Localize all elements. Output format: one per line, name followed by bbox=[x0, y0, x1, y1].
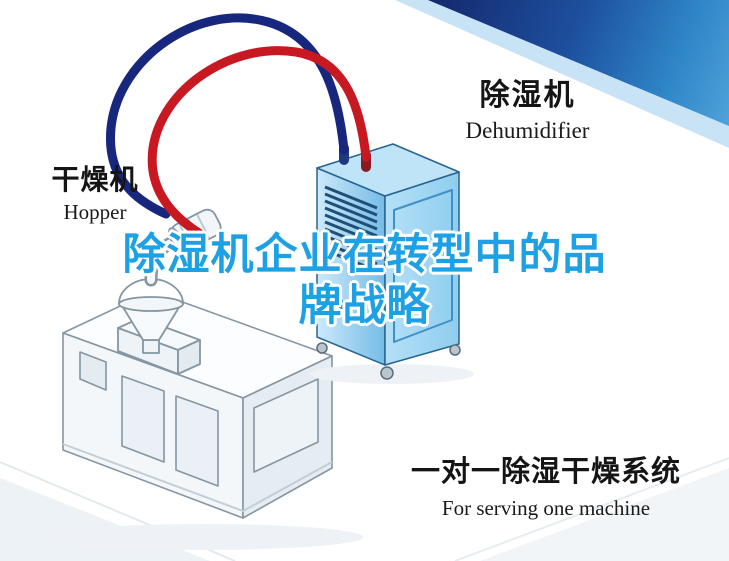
machine-side-panel bbox=[253, 378, 319, 473]
hopper-rim bbox=[118, 296, 184, 312]
extruder-machine-illustration bbox=[47, 290, 363, 550]
hopper-label-cn: 干燥机 bbox=[51, 164, 139, 195]
dehumidifier-label-en: Dehumidifier bbox=[465, 118, 590, 143]
dehumidifier-vent-grille bbox=[324, 185, 378, 273]
dehumidifier-illustration bbox=[310, 143, 474, 384]
caption-cn: 一对一除湿干燥系统 bbox=[410, 456, 681, 488]
caption-en: For serving one machine bbox=[441, 496, 651, 520]
machine-shadow bbox=[47, 524, 363, 550]
caption: 一对一除湿干燥系统 For serving one machine bbox=[385, 448, 707, 521]
corner-ribbon-main bbox=[428, 0, 729, 126]
machine-control-box bbox=[79, 351, 107, 391]
main-title-line1: 除湿机企业在转型中的品 bbox=[122, 231, 607, 279]
dehumidifier-door bbox=[393, 189, 453, 343]
hopper-neck bbox=[142, 339, 160, 354]
red-air-hose bbox=[147, 46, 371, 238]
dehumidifier-logo-badge bbox=[328, 300, 343, 312]
dehumidifier-label-cn: 除湿机 bbox=[479, 79, 576, 112]
hopper-label-en: Hopper bbox=[63, 200, 127, 224]
hopper-stand-side bbox=[177, 339, 201, 375]
main-title: 除湿机企业在转型中的品 牌战略 bbox=[0, 230, 729, 331]
blue-air-hose bbox=[105, 13, 349, 219]
hopper-label: 干燥机 Hopper bbox=[40, 158, 150, 225]
bottom-right-band bbox=[480, 468, 729, 561]
machine-base-rail bbox=[62, 443, 333, 512]
machine-door-1 bbox=[121, 375, 165, 463]
dehumidifier-door-handle bbox=[443, 250, 447, 265]
dehumidifier-label: 除湿机 Dehumidifier bbox=[450, 70, 605, 144]
hopper-dryer-illustration bbox=[117, 208, 222, 375]
dehumidifier-casters bbox=[316, 342, 461, 380]
corner-ribbon bbox=[395, 0, 729, 148]
machine-door-2 bbox=[175, 395, 219, 487]
bottom-right-line bbox=[454, 457, 729, 561]
main-title-line2: 牌战略 bbox=[298, 281, 431, 330]
